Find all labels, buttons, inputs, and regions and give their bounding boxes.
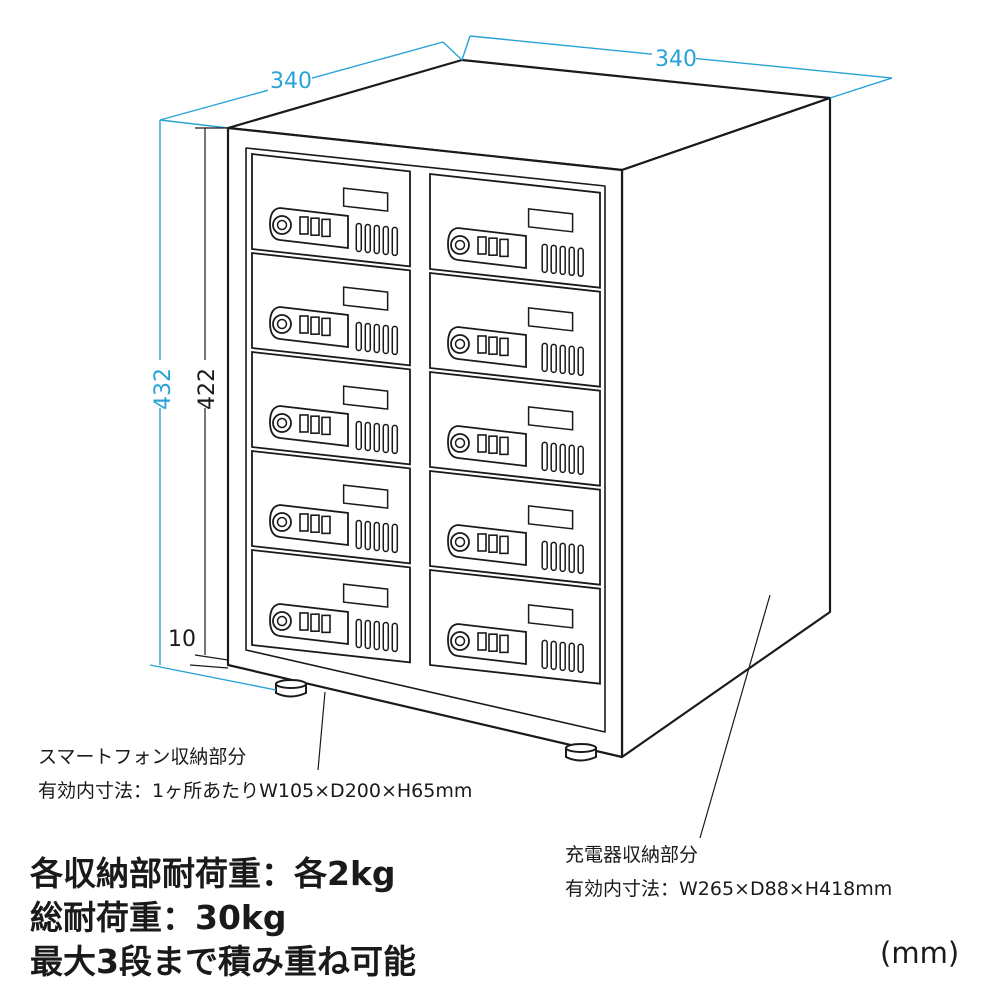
cabinet-feet (275, 679, 597, 762)
smartphone-callout: スマートフォン収納部分 有効内寸法：1ヶ所あたりW105×D200×H65mm (38, 740, 472, 808)
dim-depth-label: 340 (655, 47, 697, 72)
locker-door-left-5 (251, 548, 411, 664)
locker-door-right-3 (429, 370, 601, 487)
smartphone-spec: 有効内寸法：1ヶ所あたりW105×D200×H65mm (38, 780, 473, 802)
locker-door-left-2 (251, 251, 411, 367)
load-each: 各収納部耐荷重：各2kg (30, 854, 396, 893)
charger-title: 充電器収納部分 (565, 844, 699, 866)
locker-door-right-4 (429, 469, 601, 586)
charger-spec: 有効内寸法：W265×D88×H418mm (565, 878, 893, 900)
smartphone-title: スマートフォン収納部分 (38, 746, 247, 768)
locker-doors (251, 152, 601, 685)
dim-width-label: 340 (270, 69, 312, 94)
locker-door-left-4 (251, 449, 411, 565)
unit-label: (mm) (880, 936, 960, 970)
load-specs: 各収納部耐荷重：各2kg 総耐荷重：30kg 最大3段まで積み重ね可能 (30, 852, 416, 984)
charger-callout: 充電器収納部分 有効内寸法：W265×D88×H418mm (565, 838, 892, 906)
locker-door-right-2 (429, 271, 601, 388)
dim-outer-height-label: 432 (151, 368, 176, 410)
locker-door-left-1 (251, 152, 411, 268)
dimension-labels: 340 340 432 (148, 44, 697, 410)
dim-foot-label: 10 (168, 627, 196, 652)
cabinet-side (620, 96, 832, 759)
locker-door-right-5 (429, 568, 601, 685)
stacking-note: 最大3段まで積み重ね可能 (30, 942, 416, 981)
locker-door-left-3 (251, 350, 411, 466)
inner-dimension-labels: 422 10 (168, 360, 220, 652)
load-total: 総耐荷重：30kg (30, 898, 287, 937)
locker-door-right-1 (429, 172, 601, 289)
dim-inner-height-label: 422 (195, 368, 220, 410)
